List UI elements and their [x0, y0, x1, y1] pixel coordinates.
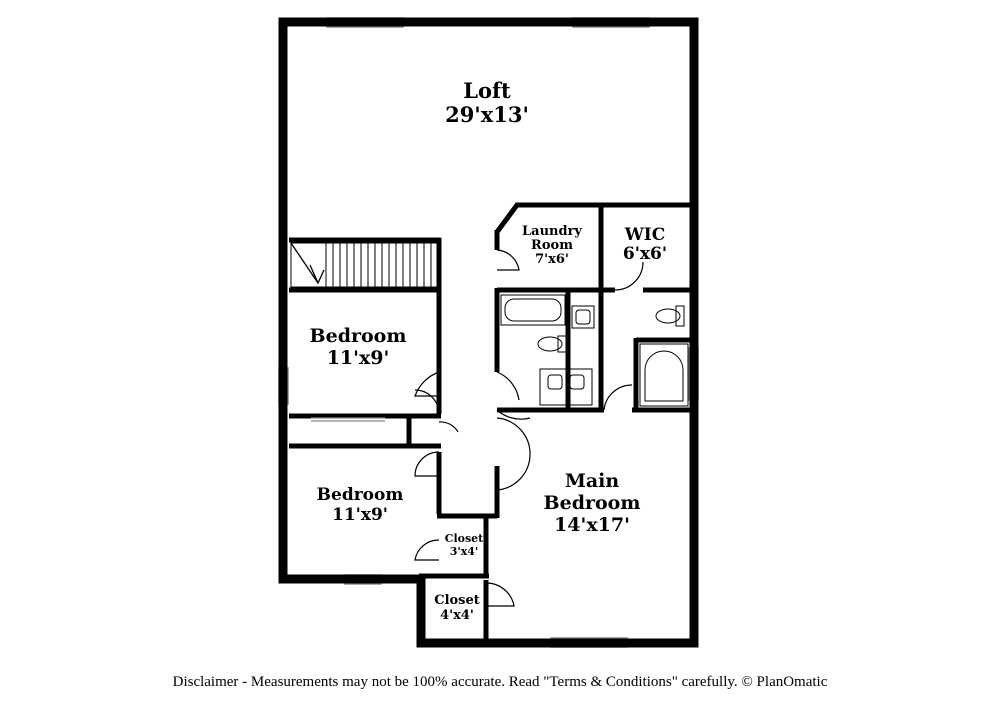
toilet-right	[655, 308, 681, 324]
room-name-laundry-line1: Laundry	[522, 224, 582, 239]
vanity-left	[539, 368, 593, 406]
room-name-bedroom-upper: Bedroom	[310, 325, 407, 347]
disclaimer-text: Disclaimer - Measurements may not be 100…	[172, 674, 828, 690]
room-size-main: 14'x17'	[554, 514, 630, 536]
room-name-wic: WIC	[624, 225, 666, 245]
room-size-closet-small: 3'x4'	[450, 545, 479, 558]
room-name-bedroom-lower: Bedroom	[317, 485, 404, 505]
room-name-main-line2: Bedroom	[544, 492, 641, 514]
room-size-closet-lower: 4'x4'	[440, 608, 474, 623]
bathroom-fixtures	[500, 294, 689, 407]
bathtub-left	[500, 294, 566, 326]
toilet-left	[537, 336, 563, 352]
staircase	[290, 242, 438, 288]
closet-doors	[311, 417, 385, 422]
room-name-closet-lower: Closet	[434, 593, 480, 608]
exterior-walls	[278, 17, 699, 648]
room-size-bedroom-lower: 11'x9'	[332, 505, 388, 525]
room-size-wic: 6'x6'	[623, 244, 667, 264]
room-name-closet-small: Closet	[445, 532, 484, 545]
room-name-laundry-line2: Room	[531, 238, 573, 253]
room-name-loft: Loft	[463, 78, 511, 103]
room-name-main-line1: Main	[565, 470, 620, 492]
doors	[414, 249, 644, 607]
room-size-loft: 29'x13'	[445, 102, 529, 127]
room-size-laundry: 7'x6'	[535, 252, 569, 267]
sink-upper	[571, 305, 595, 329]
room-labels: Loft 29'x13' Laundry Room 7'x6' WIC 6'x6…	[310, 78, 668, 623]
interior-walls	[289, 202, 692, 640]
room-size-bedroom-upper: 11'x9'	[327, 347, 390, 369]
bathtub-right	[639, 343, 689, 407]
